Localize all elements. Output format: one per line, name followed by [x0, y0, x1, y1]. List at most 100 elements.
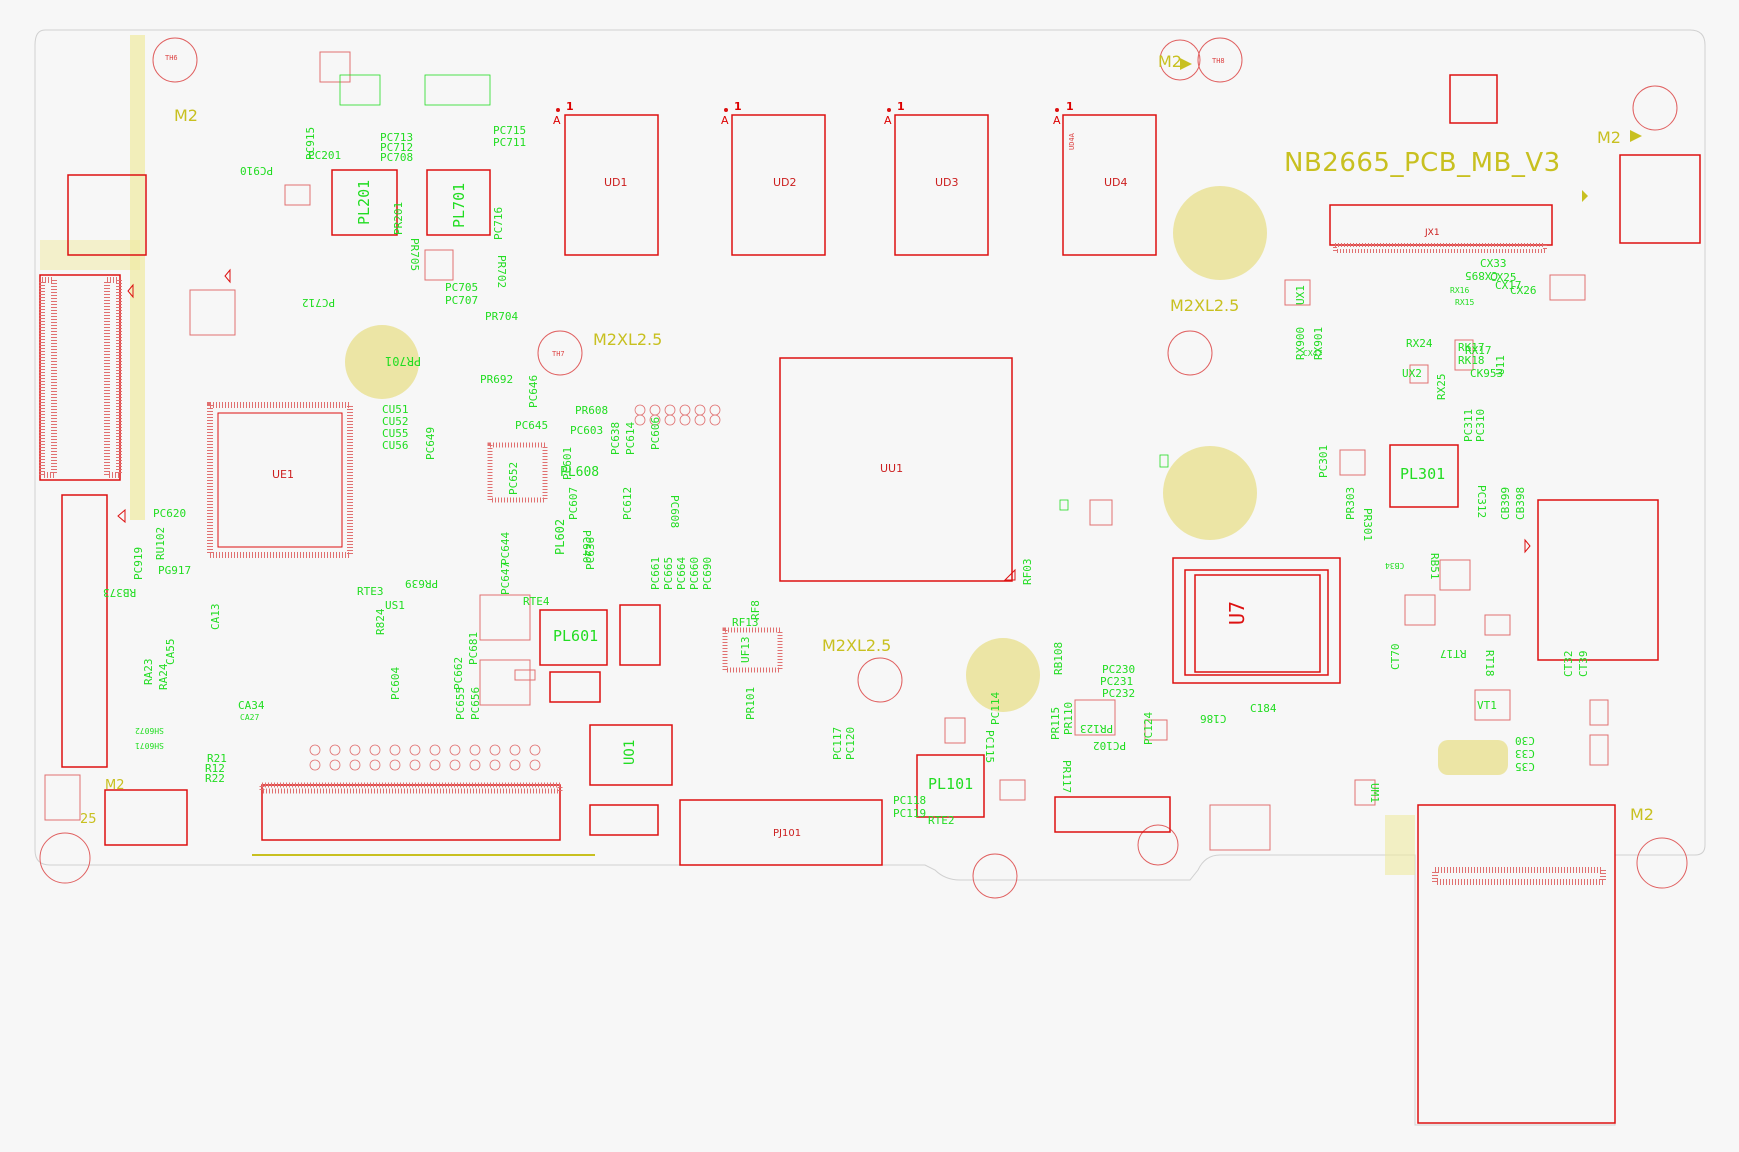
ref-label: CK953: [1470, 367, 1504, 380]
ref-label: RA23: [142, 658, 155, 686]
ref-label: PR639: [405, 577, 439, 590]
chip-label: PL301: [1400, 465, 1446, 483]
ref-label: RF03: [1021, 558, 1034, 586]
ref-label: PC707: [445, 294, 479, 307]
ref-label: PC119: [893, 807, 927, 820]
right-conn-side: [1537, 499, 1659, 661]
bottom-conn-pins: [259, 782, 563, 794]
ref-label: UX2: [1402, 367, 1422, 380]
ref-label: CB398: [1514, 486, 1527, 520]
ref-label: R21: [207, 752, 227, 765]
sim-slot: [1417, 804, 1616, 1124]
sim-pins: [1432, 867, 1606, 885]
ref-label: RK17: [1458, 341, 1485, 354]
pl601-inner-2: [479, 659, 531, 706]
ref-label: PC124: [1142, 711, 1155, 745]
right-conn-pins: [1333, 243, 1547, 253]
ref-label: PC645: [515, 419, 549, 432]
pin-a-label: A: [1053, 114, 1061, 127]
ref-label: PC646: [527, 374, 540, 408]
ref-label: RK18: [1458, 354, 1485, 367]
ref-label: PC102: [1093, 739, 1127, 752]
ref-label: PC603: [570, 424, 604, 437]
ref-label: UF13: [739, 636, 752, 664]
mount-label: M2: [174, 106, 198, 125]
uo1-body: [589, 724, 673, 786]
ref-label: TH8: [1212, 57, 1225, 65]
ref-label: PR303: [1344, 486, 1357, 520]
mech-pad-1: [1173, 186, 1267, 280]
ref-label: PC690: [701, 556, 714, 590]
ref-label: CB34: [1385, 561, 1405, 570]
ref-label: UM1: [1368, 783, 1381, 803]
ud4-body: [1062, 114, 1157, 256]
left-conn-2: [61, 494, 108, 768]
ref-label: PR117: [1060, 760, 1073, 794]
ref-label: PC230: [1102, 663, 1136, 676]
mech-pad-2: [1163, 446, 1257, 540]
ref-label: RA24: [157, 663, 170, 691]
ref-label: PC910: [240, 164, 274, 177]
ref-label: CX25: [1490, 271, 1517, 284]
ref-label: PC115: [983, 730, 996, 764]
ref-label: PR608: [575, 404, 609, 417]
ref-label: PR702: [495, 255, 508, 289]
ref-label: RX25: [1435, 373, 1448, 401]
ref-label: C33: [1515, 747, 1535, 760]
pl608-pins: [487, 442, 548, 503]
ref-label: PC681: [467, 631, 480, 665]
ref-label: PC114: [989, 691, 1002, 725]
ref-label: TH6: [165, 54, 178, 62]
ref-label: PC661: [649, 556, 662, 590]
uu1-body: [779, 357, 1013, 582]
pin-a-label: A: [721, 114, 729, 127]
chip-label: UD2: [773, 176, 797, 189]
ref-label: PC644: [499, 531, 512, 565]
u7-inner: [1194, 574, 1321, 673]
ref-label: PC713: [380, 131, 414, 144]
right-small-top: [1449, 74, 1498, 124]
chip-label: UE1: [272, 468, 294, 481]
ref-label: UD4A: [1068, 133, 1076, 150]
ref-label: RX15: [1455, 298, 1475, 307]
ref-label: PC614: [624, 421, 637, 455]
pin-a-label: A: [884, 114, 892, 127]
cap-big: [619, 604, 661, 666]
pin-label: 1: [566, 100, 574, 113]
ref-label: PR301: [1361, 508, 1374, 542]
ref-label: PC656: [469, 686, 482, 720]
ref-label: PC712: [380, 141, 414, 154]
pl301-body: [1389, 444, 1459, 508]
bottom-conn: [261, 784, 561, 841]
ref-label: CA13: [209, 603, 222, 631]
pl601-body: [539, 609, 608, 666]
ref-label: PR101: [744, 686, 757, 720]
left-conn-pins: [39, 277, 57, 478]
board-outline: [34, 29, 1706, 1126]
ref-label: RB108: [1052, 641, 1065, 675]
ref-label: PC604: [389, 666, 402, 700]
ref-label: CT70: [1389, 643, 1402, 671]
ref-label: PC312: [1475, 485, 1488, 519]
pl201-body: [331, 169, 398, 236]
ref-label: CT39: [1577, 650, 1590, 678]
ref-label: R12: [205, 762, 225, 775]
ref-label: PR704: [485, 310, 519, 323]
ref-label: CA55: [164, 638, 177, 666]
u7-mid: [1184, 569, 1329, 676]
ref-label: CA27: [240, 713, 260, 722]
pin-label: 1: [734, 100, 742, 113]
mount-label: M2XL2.5: [822, 636, 892, 655]
ref-label: PC652: [507, 461, 520, 495]
chip-label: UD3: [935, 176, 959, 189]
ref-label: CA34: [238, 699, 265, 712]
ref-label: TH7: [552, 350, 565, 358]
mount-label: M2: [105, 778, 125, 793]
mount-label: M2: [1597, 128, 1621, 147]
keepout-right-slot: [1438, 740, 1508, 775]
ref-label: PR201: [392, 201, 405, 235]
ref-label: PC638: [609, 421, 622, 455]
bl-conn: [104, 789, 188, 846]
pl601-inner-1: [479, 594, 531, 641]
